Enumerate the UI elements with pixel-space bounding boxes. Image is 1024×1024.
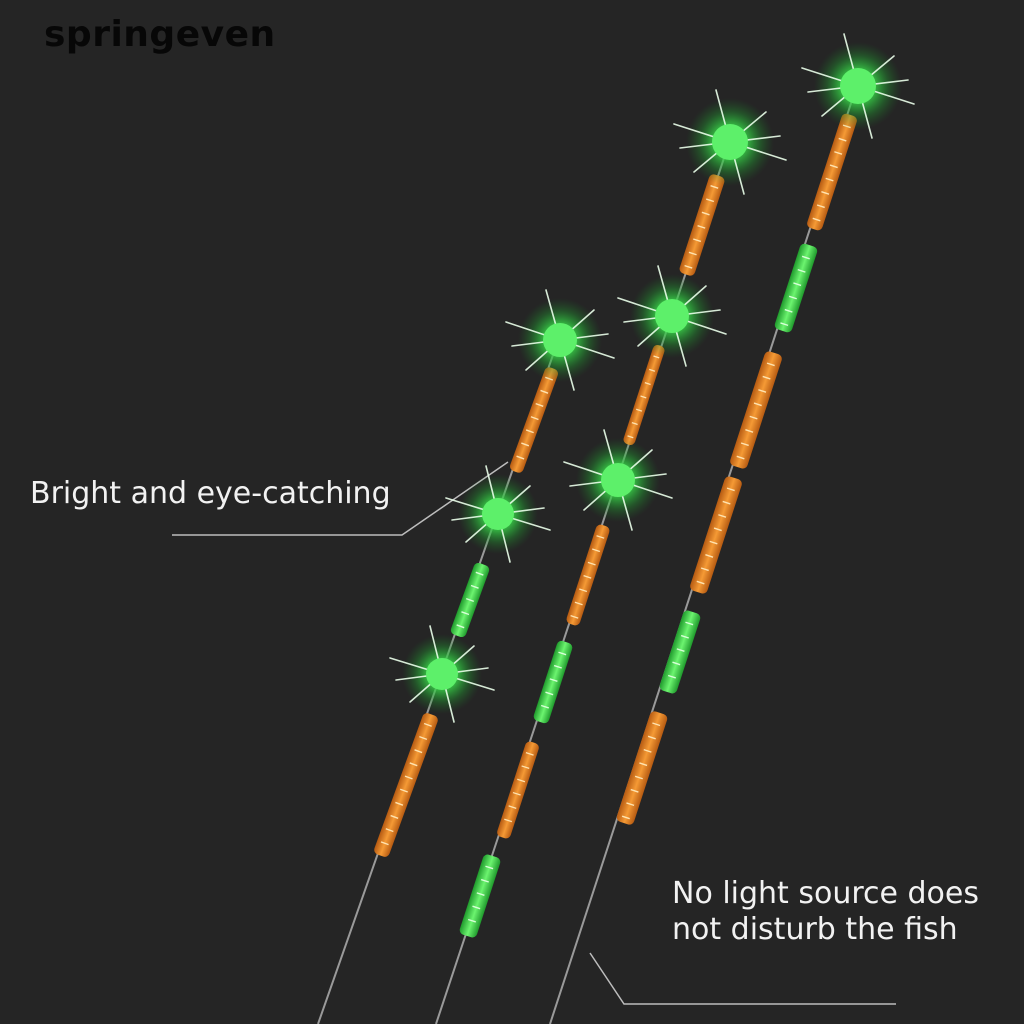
callout-no-light-text: No light source does not disturb the fis… — [672, 876, 980, 947]
green-segment — [659, 610, 701, 694]
orange-segment — [497, 741, 539, 839]
orange-segment — [730, 351, 782, 469]
glow-bead — [673, 89, 787, 195]
orange-segment — [807, 113, 857, 231]
float-left — [317, 334, 561, 1024]
orange-segment — [623, 344, 665, 446]
green-segment — [533, 640, 573, 724]
glow-beads — [389, 33, 915, 723]
glow-bead — [801, 33, 915, 139]
glow-bead — [389, 625, 495, 723]
green-segment — [774, 243, 818, 333]
glow-bead — [445, 465, 551, 563]
glow-bead — [563, 429, 673, 531]
callout-line-bottom — [589, 952, 896, 1005]
float-right — [549, 87, 857, 1024]
green-segment — [459, 854, 501, 938]
orange-segment — [616, 711, 668, 825]
orange-segment — [374, 713, 438, 857]
callout-bright-text: Bright and eye-catching — [30, 476, 391, 511]
orange-segment — [679, 174, 725, 276]
orange-segment — [510, 367, 558, 473]
glow-bead — [505, 289, 615, 391]
green-segment — [450, 562, 490, 638]
orange-segment — [690, 476, 742, 594]
orange-segment — [566, 524, 610, 626]
watermark: springeven — [44, 14, 276, 55]
glow-bead — [617, 265, 727, 367]
